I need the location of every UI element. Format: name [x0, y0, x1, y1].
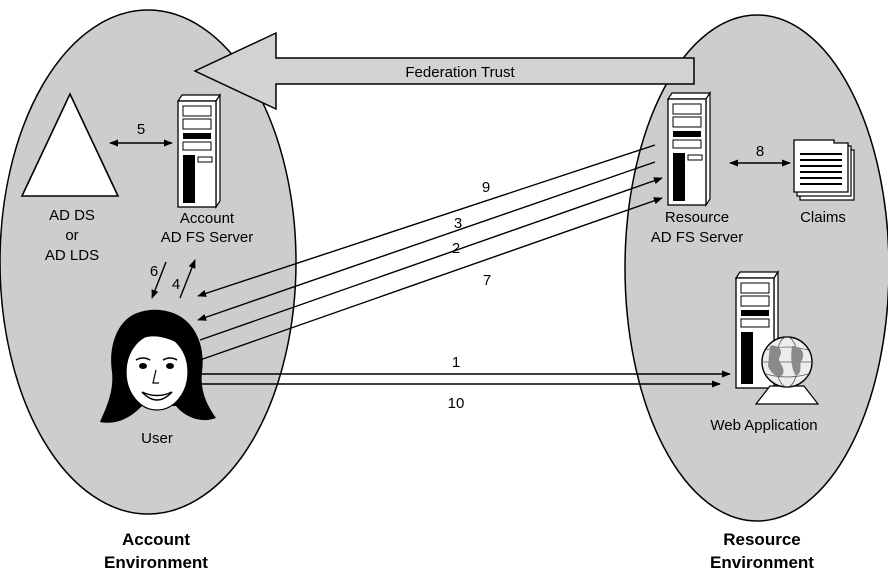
account-server-label-line2: AD FS Server	[161, 229, 254, 246]
resource-environment-ellipse	[624, 14, 888, 522]
step-2-label: 2	[452, 240, 460, 257]
step-4-label: 4	[172, 276, 180, 293]
web-application-label: Web Application	[710, 417, 817, 434]
store-label-line3: AD LDS	[45, 247, 99, 264]
store-label-line1: AD DS	[49, 207, 95, 224]
account-environment-label-line1: Account	[122, 530, 190, 549]
step-9-label: 9	[482, 179, 490, 196]
federation-trust-label: Federation Trust	[405, 64, 515, 81]
store-label-line2: or	[65, 227, 78, 244]
user-face-icon	[100, 309, 216, 423]
account-server-label-line1: Account	[180, 210, 235, 227]
step-8-label: 8	[756, 143, 764, 160]
resource-environment-label-line2: Environment	[710, 553, 814, 572]
triangle-icon	[20, 92, 120, 197]
step-7-label: 7	[483, 272, 491, 289]
step-3-arrow	[197, 161, 656, 321]
account-environment-label-line2: Environment	[104, 553, 208, 572]
server-icon	[176, 93, 222, 209]
claims-label: Claims	[800, 209, 846, 226]
document-stack-icon	[793, 139, 855, 201]
step-9-arrow	[197, 144, 656, 297]
server-icon	[666, 91, 712, 207]
resource-environment-label-line1: Resource	[723, 530, 800, 549]
step-2-arrow	[199, 177, 663, 341]
step-7-arrow	[199, 197, 663, 361]
step-4-arrow	[179, 259, 196, 299]
step-5-label: 5	[137, 121, 145, 138]
step-6-label: 6	[150, 263, 158, 280]
step-3-label: 3	[454, 215, 462, 232]
resource-server-label-line1: Resource	[665, 209, 729, 226]
user-label: User	[141, 430, 173, 447]
federation-trust-arrow	[193, 31, 695, 111]
step-10-label: 10	[448, 395, 465, 412]
step-6-arrow	[151, 261, 167, 299]
globe-stand	[754, 385, 820, 405]
globe-icon	[761, 336, 813, 388]
step-1-label: 1	[452, 354, 460, 371]
resource-server-label-line2: AD FS Server	[651, 229, 744, 246]
